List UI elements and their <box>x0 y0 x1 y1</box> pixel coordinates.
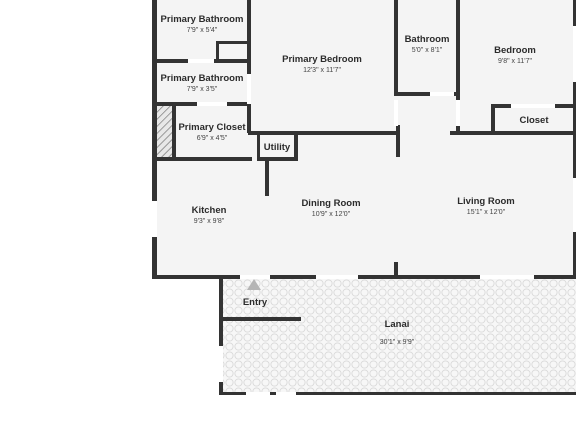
walls <box>152 0 576 395</box>
room-closet-name: Closet <box>519 115 549 126</box>
window-lanai-west <box>219 346 223 382</box>
door-bathroom <box>430 92 454 96</box>
room-entry-name: Entry <box>243 297 268 308</box>
wall-closet-west <box>172 104 176 160</box>
room-bedroom-dims: 9'8" x 11'7" <box>498 58 532 65</box>
wall-bath-east <box>456 0 460 133</box>
floor-fills <box>155 0 576 394</box>
room-lanai-dims: 30'1" x 9'9" <box>380 339 415 346</box>
wall-bath-west <box>394 0 398 96</box>
room-primary-bathroom-1-dims: 7'9" x 5'4" <box>187 27 218 34</box>
wall-south <box>152 275 576 279</box>
entry-arrow-icon <box>247 279 261 290</box>
room-lanai-name: Lanai <box>385 319 410 330</box>
room-primary-closet-dims: 6'9" x 4'5" <box>197 135 228 142</box>
wall-bath-notch-v <box>216 41 219 61</box>
door-bedroom-bath <box>247 74 251 104</box>
closet-shelving <box>157 106 173 158</box>
wall-lanai-west <box>219 277 223 395</box>
wall-hall-stub <box>396 125 400 157</box>
room-dining-room-dims: 10'9" x 12'0" <box>312 211 351 218</box>
wall-closet-south <box>152 157 252 161</box>
wall-west-mid <box>152 60 157 160</box>
door-closet2 <box>511 104 555 108</box>
room-living-room-name: Living Room <box>457 196 515 207</box>
door-bath2 <box>188 59 214 63</box>
wall-east <box>573 0 576 279</box>
room-kitchen-name: Kitchen <box>192 205 227 216</box>
house-floor <box>155 0 576 277</box>
wall-entry-south <box>221 317 301 321</box>
wall-kitchen-stub <box>265 160 269 196</box>
wall-utility-west <box>257 133 260 159</box>
room-kitchen-dims: 9'3" x 9'8" <box>194 218 225 225</box>
door-lanai-1 <box>246 392 270 395</box>
wall-bath-notch <box>216 41 248 44</box>
room-labels: Primary Bathroom 7'9" x 5'4" Primary Bat… <box>161 14 550 346</box>
lanai-floor <box>221 277 576 394</box>
wall-closet-west2 <box>491 104 495 134</box>
door-bedroom <box>394 100 398 126</box>
window-bedroom-east <box>573 26 576 82</box>
room-utility-name: Utility <box>264 142 291 153</box>
room-primary-bathroom-2-name: Primary Bathroom <box>161 73 244 84</box>
wall-bedroom-west <box>247 0 251 133</box>
room-bathroom-name: Bathroom <box>405 34 450 45</box>
wall-west-upper <box>152 0 157 60</box>
wall-bedroom2-south <box>450 131 576 135</box>
room-primary-bedroom-name: Primary Bedroom <box>282 54 362 65</box>
wall-south-stub <box>394 262 398 278</box>
wall-bedroom-south <box>248 131 400 135</box>
room-bathroom-dims: 5'0" x 8'1" <box>412 47 443 54</box>
window-kitchen <box>152 201 157 237</box>
door-closet <box>197 102 227 106</box>
room-bedroom-name: Bedroom <box>494 45 536 56</box>
wall-utility-south <box>257 157 297 161</box>
wall-bath-south <box>396 92 458 96</box>
wall-utility-east <box>294 133 298 161</box>
door-entry <box>240 275 270 279</box>
window-living <box>480 275 534 279</box>
room-primary-closet-name: Primary Closet <box>178 122 246 133</box>
wall-lanai-south <box>219 392 576 395</box>
room-primary-bathroom-2-dims: 7'9" x 3'5" <box>187 86 218 93</box>
door-bedroom2 <box>456 100 460 126</box>
room-primary-bathroom-1-name: Primary Bathroom <box>161 14 244 25</box>
window-dining <box>316 275 358 279</box>
openings <box>152 26 576 395</box>
door-lanai-2 <box>276 392 296 395</box>
room-dining-room-name: Dining Room <box>301 198 360 209</box>
room-primary-bedroom-dims: 12'3" x 11'7" <box>303 67 341 74</box>
window-living-east <box>573 178 576 232</box>
room-living-room-dims: 15'1" x 12'0" <box>467 209 506 216</box>
